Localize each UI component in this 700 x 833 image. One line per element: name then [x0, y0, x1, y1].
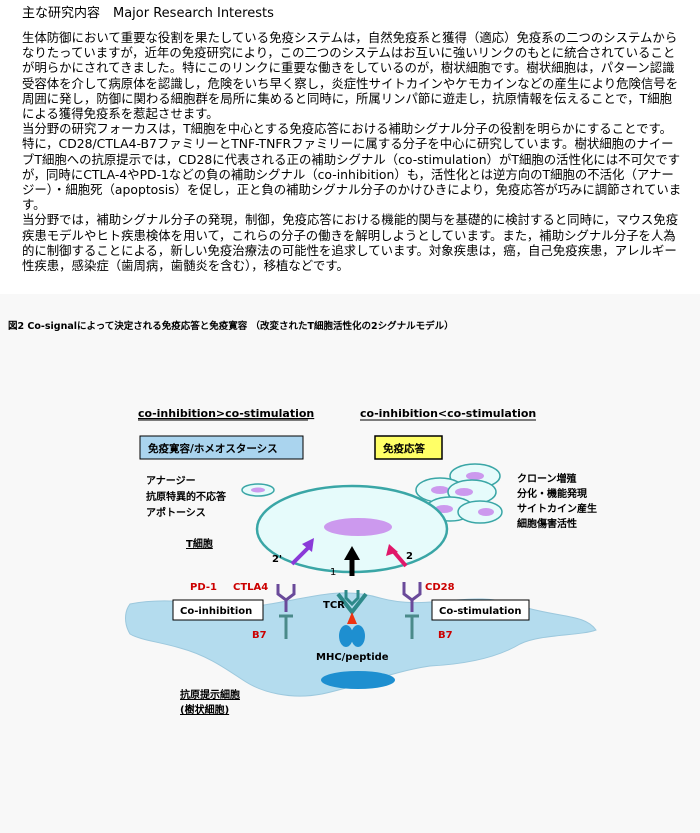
co-inhibition-label: Co-inhibition [180, 606, 252, 617]
signal-1-arrowhead [344, 546, 360, 560]
b7-left-label: B7 [252, 630, 267, 641]
apc-label: 抗原提示細胞 [180, 688, 240, 701]
outcome-cytotoxicity: 細胞傷害活性 [517, 517, 577, 530]
outcome-apoptosis: アポトーシス [146, 506, 206, 519]
signal-1-label: 1 [330, 567, 336, 578]
paragraph-intro: 生体防御において重要な役割を果たしている免疫システムは，自然免疫系と獲得（適応）… [22, 30, 679, 122]
tolerance-box [139, 435, 304, 460]
left-heading: co-inhibition>co-stimulation [138, 407, 314, 420]
b7-right-ligand-icon [405, 614, 419, 639]
mhc-label: MHC/peptide [316, 652, 389, 663]
ctla4-receptor-icon [276, 584, 296, 612]
outcome-unresponsiveness: 抗原特異的不応答 [146, 490, 227, 503]
signal-2-right-label: 2 [406, 551, 413, 562]
cd28-receptor-icon [402, 582, 422, 612]
figure-caption: 図2 Co-signalによって決定される免疫応答と免疫寛容 （改変されたT細胞… [8, 321, 454, 332]
ctla4-label: CTLA4 [233, 582, 268, 593]
response-box-label: 免疫応答 [383, 442, 425, 455]
right-heading: co-inhibition<co-stimulation [360, 407, 536, 420]
co-stimulation-box [431, 599, 530, 621]
apc-nucleus [321, 671, 395, 689]
signal-2-left-label: 2' [272, 554, 282, 565]
paragraph-approach: 当分野では，補助シグナル分子の発現，制御，免疫応答における機能的関与を基礎的に検… [22, 212, 679, 274]
b7-right-label: B7 [438, 630, 453, 641]
t-cell-label: T細胞 [186, 537, 213, 550]
signal-2-inhibitory-arrowhead [302, 538, 314, 552]
pd1-label: PD-1 [190, 582, 217, 593]
body-text: 生体防御において重要な役割を果たしている免疫システムは，自然免疫系と獲得（適応）… [22, 30, 682, 273]
signal-2-inhibitory-arrow [290, 544, 312, 566]
t-cell-nucleus [324, 518, 392, 536]
outcome-cytokine: サイトカイン産生 [517, 502, 597, 515]
co-stimulation-label: Co-stimulation [439, 606, 521, 617]
paragraph-focus: 当分野の研究フォーカスは，T細胞を中心とする免疫応答における補助シグナル分子の役… [22, 121, 682, 213]
page-heading: 主な研究内容 Major Research Interests [22, 6, 274, 21]
tolerance-box-label: 免疫寛容/ホメオスターシス [148, 442, 278, 455]
peptide-icon [347, 612, 357, 624]
signal-2-stimulatory-arrow [392, 550, 408, 568]
b7-left-ligand-icon [279, 614, 293, 639]
outcome-clonal-expansion: クローン増殖 [517, 472, 577, 485]
anergic-cell-nucleus-icon [251, 487, 265, 493]
signal-2-stimulatory-arrowhead [386, 544, 398, 556]
outcome-differentiation: 分化・機能発現 [517, 487, 587, 500]
co-inhibition-box [172, 599, 264, 621]
outcome-anergy: アナージー [146, 475, 196, 487]
cd28-label: CD28 [425, 582, 455, 593]
response-box [374, 435, 443, 460]
cosignal-diagram: co-inhibition>co-stimulation co-inhibiti… [125, 407, 597, 716]
mhc-icon [339, 625, 365, 647]
tcr-label: TCR [323, 600, 345, 611]
apc-sublabel: (樹状細胞) [180, 703, 229, 716]
